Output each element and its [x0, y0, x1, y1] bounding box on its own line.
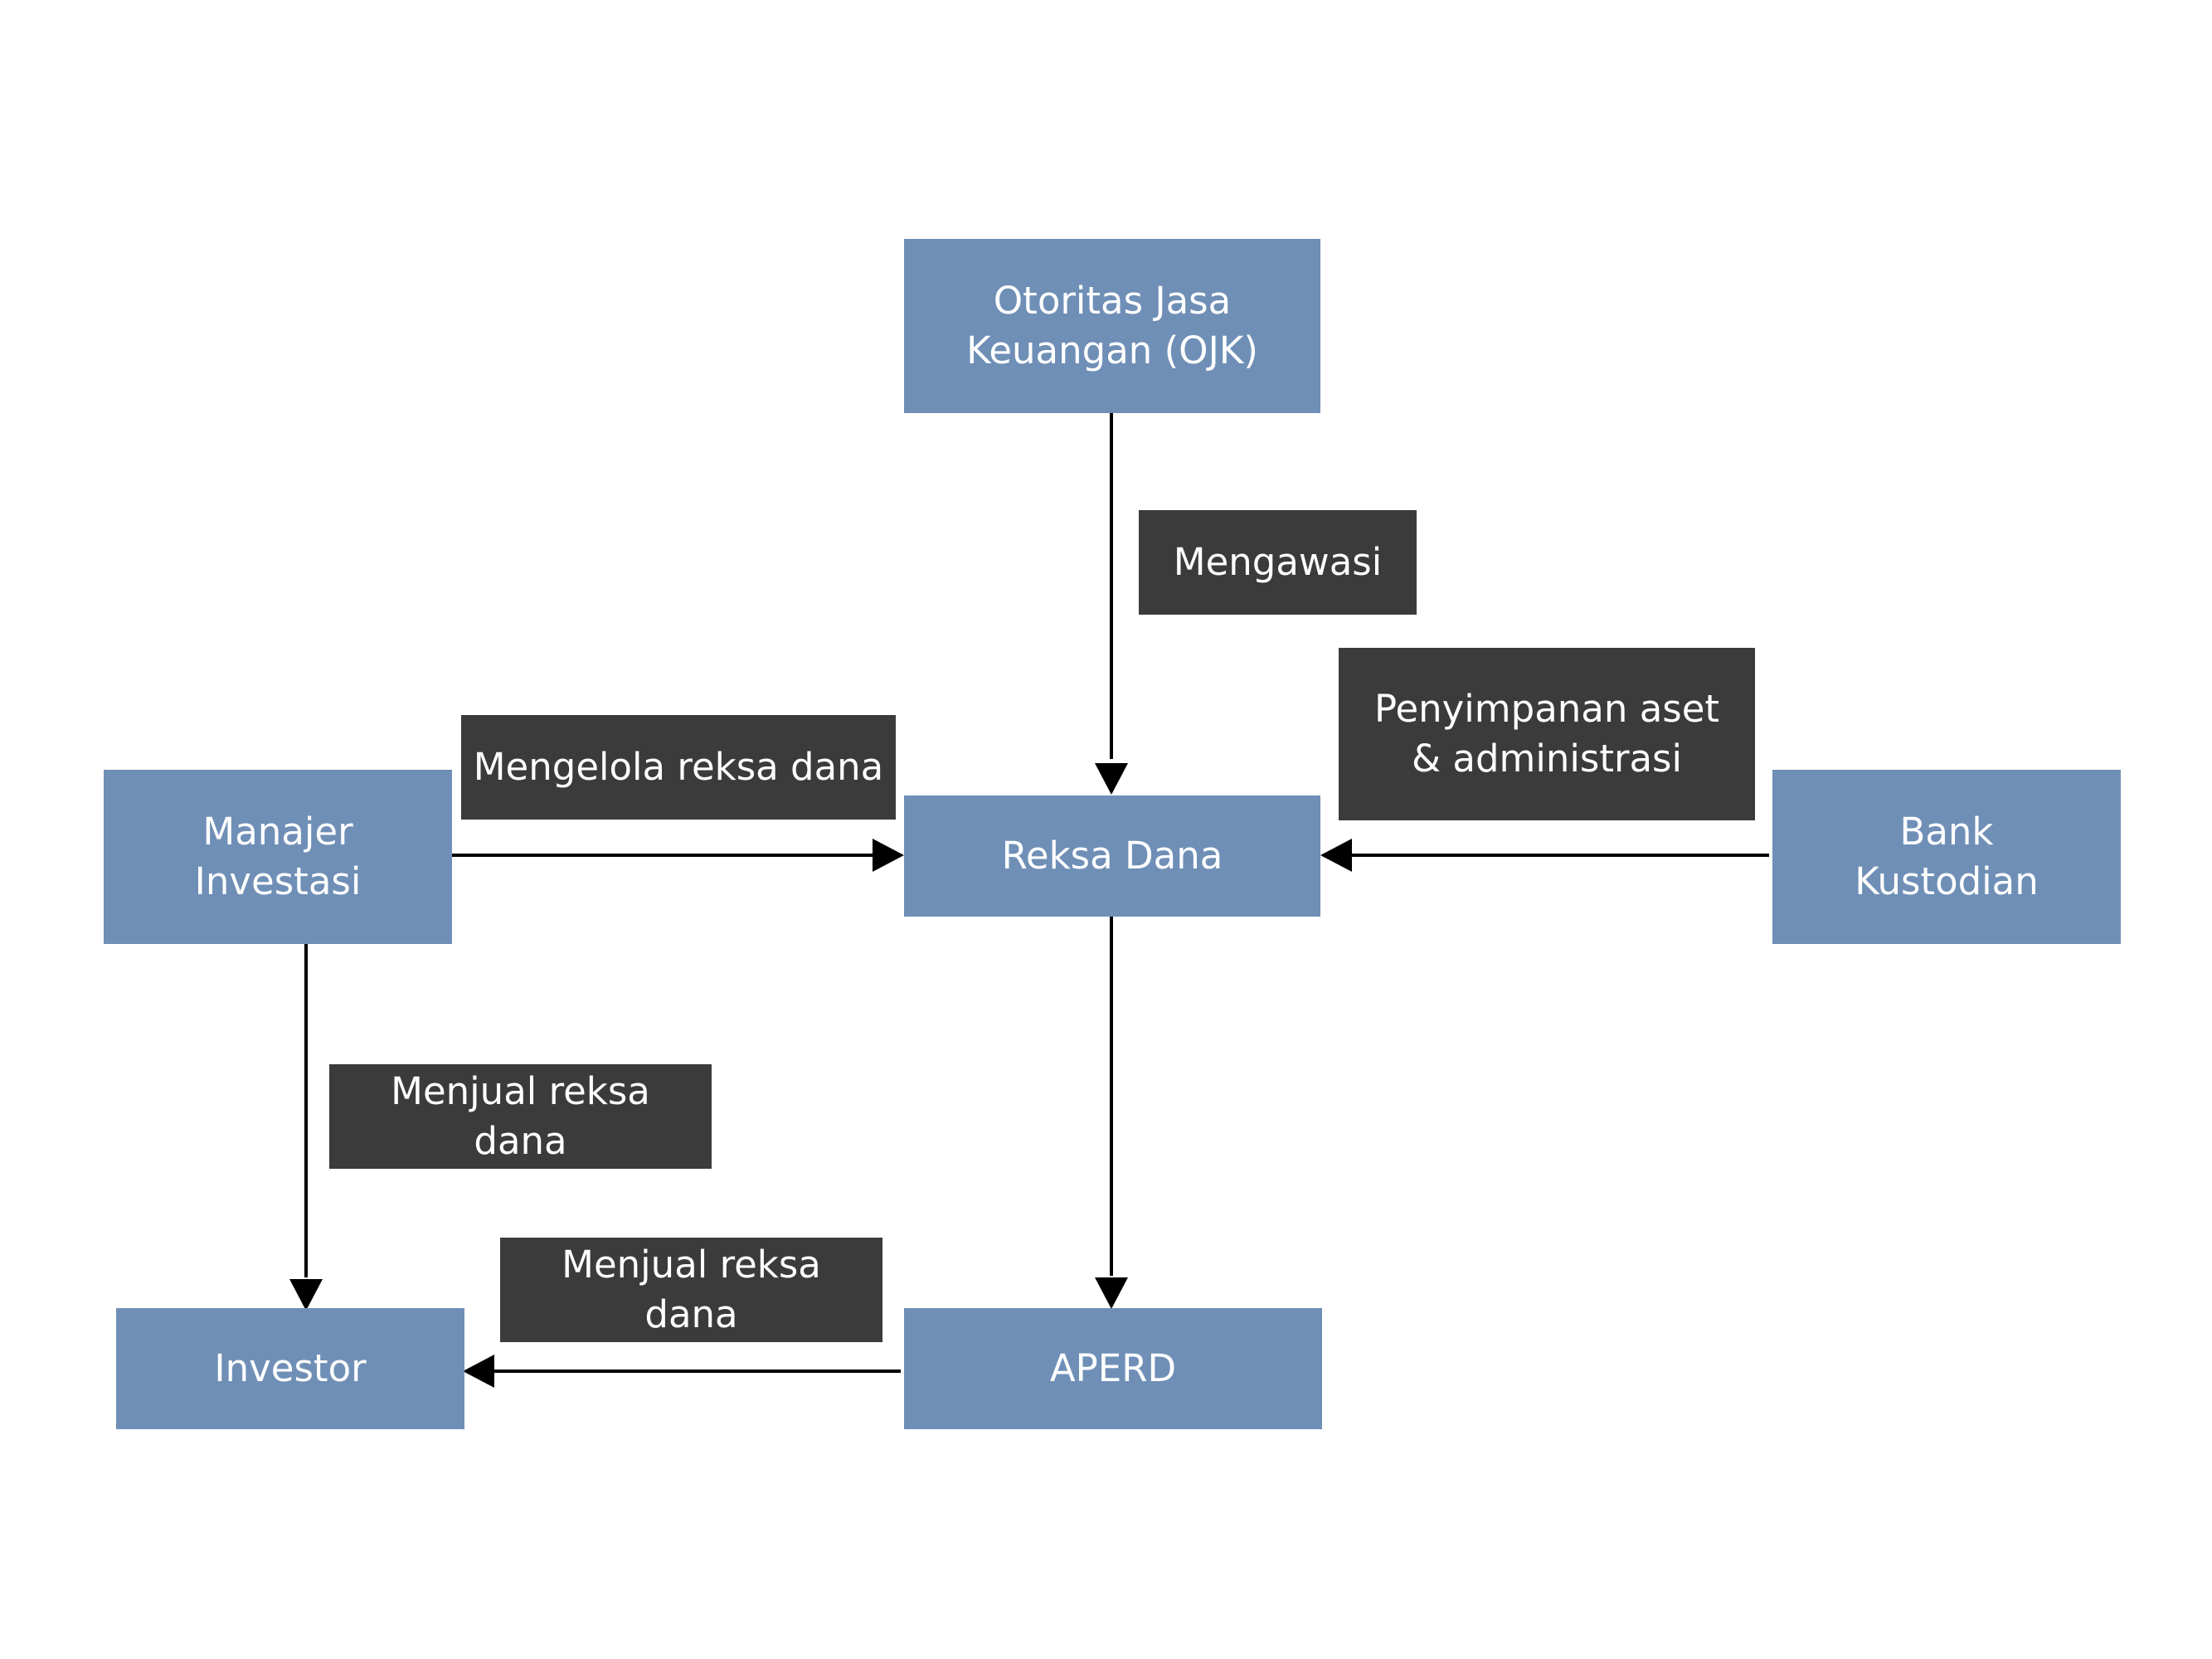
- edge-label-menjual-mi: Menjual reksa dana: [329, 1064, 712, 1169]
- node-investor-label: Investor: [214, 1346, 367, 1390]
- node-ojk-label: Otoritas Jasa Keuangan (OJK): [966, 279, 1258, 372]
- node-reksa-dana: Reksa Dana: [904, 795, 1320, 917]
- edge-label-menjual-aperd-text: Menjual reksa dana: [562, 1243, 821, 1336]
- node-aperd: APERD: [904, 1308, 1322, 1429]
- node-ojk: Otoritas Jasa Keuangan (OJK): [904, 239, 1320, 413]
- arrowhead-mi-to-investor: [289, 1279, 323, 1311]
- edge-label-menjual-aperd: Menjual reksa dana: [500, 1238, 882, 1342]
- node-bank-kustodian: Bank Kustodian: [1772, 770, 2121, 944]
- node-reksa-dana-label: Reksa Dana: [1001, 834, 1223, 878]
- node-manajer-investasi-label: Manajer Investasi: [194, 810, 362, 903]
- node-investor: Investor: [116, 1308, 464, 1429]
- node-manajer-investasi: Manajer Investasi: [104, 770, 452, 944]
- arrowhead-ojk-to-reksa-dana: [1095, 763, 1128, 795]
- arrowhead-aperd-to-investor: [463, 1355, 494, 1388]
- arrowhead-bank-to-reksa-dana: [1320, 839, 1352, 872]
- edge-label-penyimpanan-text: Penyimpanan aset & administrasi: [1373, 687, 1720, 781]
- edge-label-mengelola: Mengelola reksa dana: [461, 715, 896, 820]
- edge-label-mengelola-text: Mengelola reksa dana: [473, 745, 884, 789]
- arrowhead-reksa-dana-to-aperd: [1095, 1277, 1128, 1309]
- arrowhead-mi-to-reksa-dana: [873, 839, 904, 872]
- edge-label-mengawasi-text: Mengawasi: [1173, 540, 1383, 584]
- node-aperd-label: APERD: [1049, 1346, 1177, 1390]
- edge-label-penyimpanan: Penyimpanan aset & administrasi: [1339, 648, 1755, 820]
- edge-label-menjual-mi-text: Menjual reksa dana: [391, 1069, 650, 1163]
- node-bank-kustodian-label: Bank Kustodian: [1855, 810, 2039, 903]
- edge-label-mengawasi: Mengawasi: [1139, 510, 1417, 615]
